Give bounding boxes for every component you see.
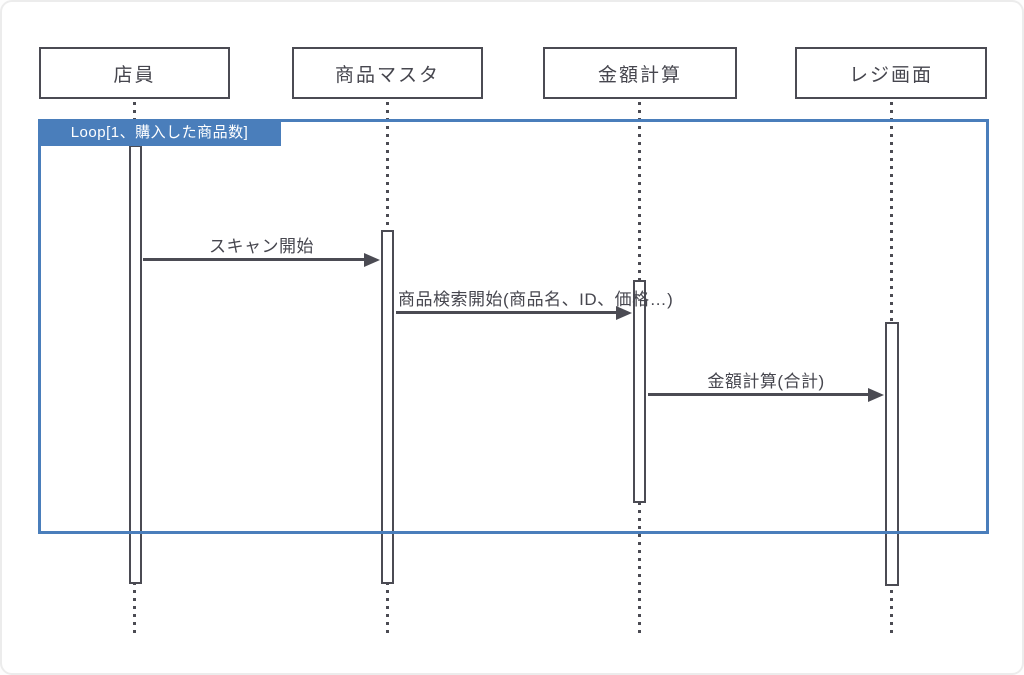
actor-box-price-calc: 金額計算 <box>543 47 737 99</box>
actor-label-clerk: 店員 <box>113 64 156 86</box>
message-arrowhead-icon <box>616 306 632 320</box>
activation-bar-clerk <box>129 145 142 584</box>
message-label-scan-start: スキャン開始 <box>209 237 314 256</box>
actor-box-register-screen: レジ画面 <box>795 47 987 99</box>
actor-box-clerk: 店員 <box>39 47 230 99</box>
actor-label-register-screen: レジ画面 <box>848 64 933 86</box>
activation-bar-register-screen <box>885 322 899 586</box>
actor-box-product-master: 商品マスタ <box>292 47 483 99</box>
actor-label-price-calc: 金額計算 <box>597 64 682 86</box>
loop-fragment-frame <box>38 119 989 534</box>
message-arrowhead-icon <box>868 388 884 402</box>
message-arrowhead-icon <box>364 253 380 267</box>
activation-bar-product-master <box>381 230 394 584</box>
message-label-price-total: 金額計算(合計) <box>707 372 825 391</box>
message-label-product-search: 商品検索開始(商品名、ID、価格…) <box>398 290 674 309</box>
message-line-scan-start <box>143 258 366 261</box>
activation-bar-price-calc <box>633 280 646 503</box>
message-line-product-search <box>396 311 618 314</box>
message-line-price-total <box>648 393 870 396</box>
loop-fragment-label: Loop[1、購入した商品数] <box>38 119 281 146</box>
actor-label-product-master: 商品マスタ <box>334 64 440 86</box>
